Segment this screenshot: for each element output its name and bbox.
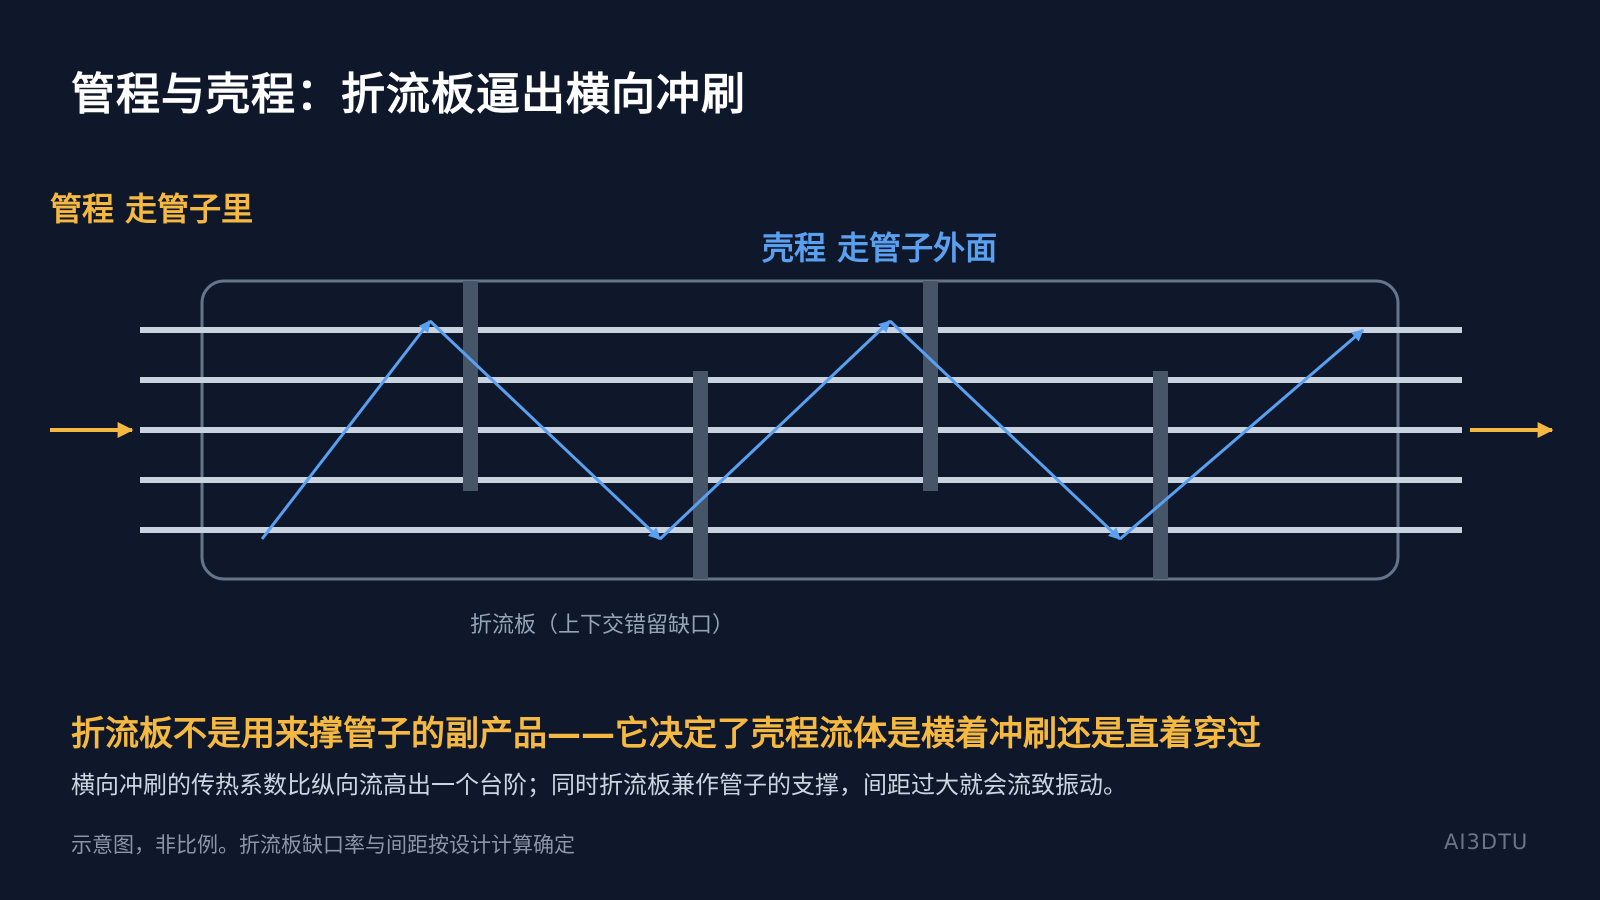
- shell-flow-arrow: [888, 319, 1122, 541]
- shell-flow-arrow: [658, 319, 892, 541]
- tube-bundle: [140, 327, 1462, 533]
- brand-watermark: AI3DTU: [1444, 830, 1529, 854]
- page-title: 管程与壳程：折流板逼出横向冲刷: [71, 69, 746, 120]
- footnote: 示意图，非比例。折流板缺口率与间距按设计计算确定: [71, 833, 575, 857]
- baffle-bottom: [693, 371, 708, 579]
- tube-side-label: 管程 走管子里: [50, 190, 254, 228]
- headline: 折流板不是用来撑管子的副产品——它决定了壳程流体是横着冲刷还是直着穿过: [71, 714, 1261, 754]
- shell-flow-arrow: [260, 320, 432, 540]
- baffle-bottom: [1153, 371, 1168, 579]
- shell-side-flow: [260, 319, 1364, 541]
- shell-side-label: 壳程 走管子外面: [762, 229, 998, 267]
- shell-flow-arrow: [1119, 328, 1364, 541]
- baffle-top: [463, 281, 478, 491]
- baffle-caption: 折流板（上下交错留缺口）: [470, 613, 735, 638]
- subline: 横向冲刷的传热系数比纵向流高出一个台阶；同时折流板兼作管子的支撑，间距过大就会流…: [71, 771, 1127, 799]
- baffles: [463, 281, 1168, 579]
- baffle-top: [923, 281, 938, 491]
- shell-flow-arrow: [428, 319, 662, 541]
